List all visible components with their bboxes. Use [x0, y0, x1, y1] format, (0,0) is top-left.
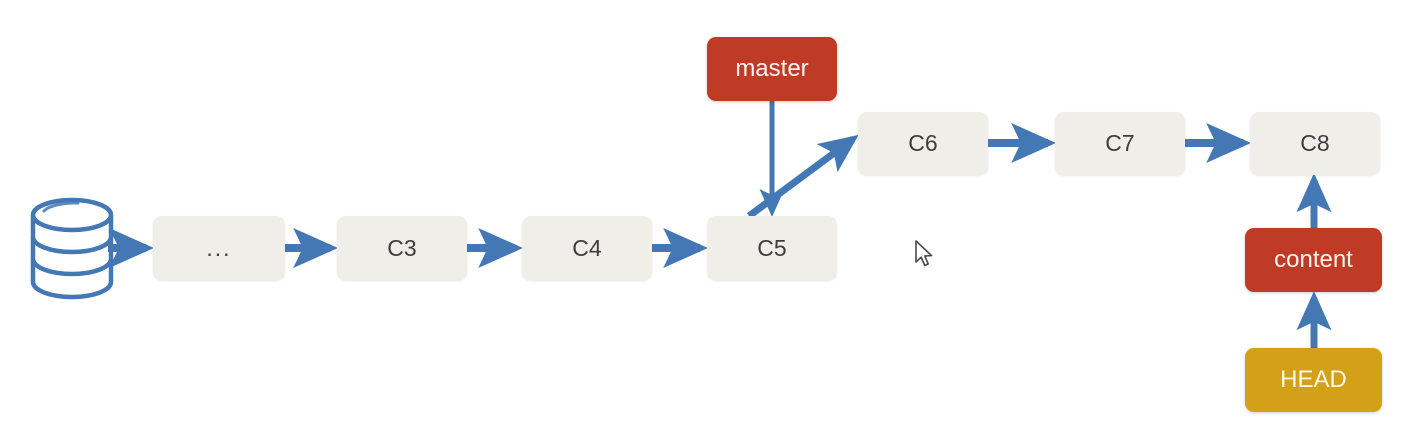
branch-label-text: content — [1274, 246, 1353, 273]
commit-node-c6[interactable]: C6 — [858, 112, 988, 175]
commit-label: C7 — [1105, 130, 1135, 156]
repository-database-icon — [30, 197, 114, 300]
branch-label-content[interactable]: content — [1245, 228, 1382, 292]
commit-label: C5 — [757, 234, 787, 261]
commit-node-c7[interactable]: C7 — [1055, 112, 1185, 175]
commit-label: C3 — [387, 234, 417, 261]
commit-label: C6 — [908, 130, 938, 156]
commit-label: ... — [206, 234, 232, 261]
commit-node-ellipsis[interactable]: ... — [153, 216, 285, 280]
head-label-text: HEAD — [1280, 366, 1347, 393]
commit-label: C8 — [1300, 130, 1330, 156]
edge-c5-c6 — [746, 134, 859, 219]
commit-label: C4 — [572, 234, 602, 261]
commit-node-c8[interactable]: C8 — [1250, 112, 1380, 175]
mouse-pointer-icon — [915, 240, 933, 267]
branch-label-text: master — [735, 55, 809, 82]
commit-node-c5[interactable]: C5 — [707, 216, 837, 280]
head-pointer-label[interactable]: HEAD — [1245, 348, 1382, 412]
commit-node-c4[interactable]: C4 — [522, 216, 652, 280]
branch-label-master[interactable]: master — [707, 37, 837, 101]
commit-node-c3[interactable]: C3 — [337, 216, 467, 280]
